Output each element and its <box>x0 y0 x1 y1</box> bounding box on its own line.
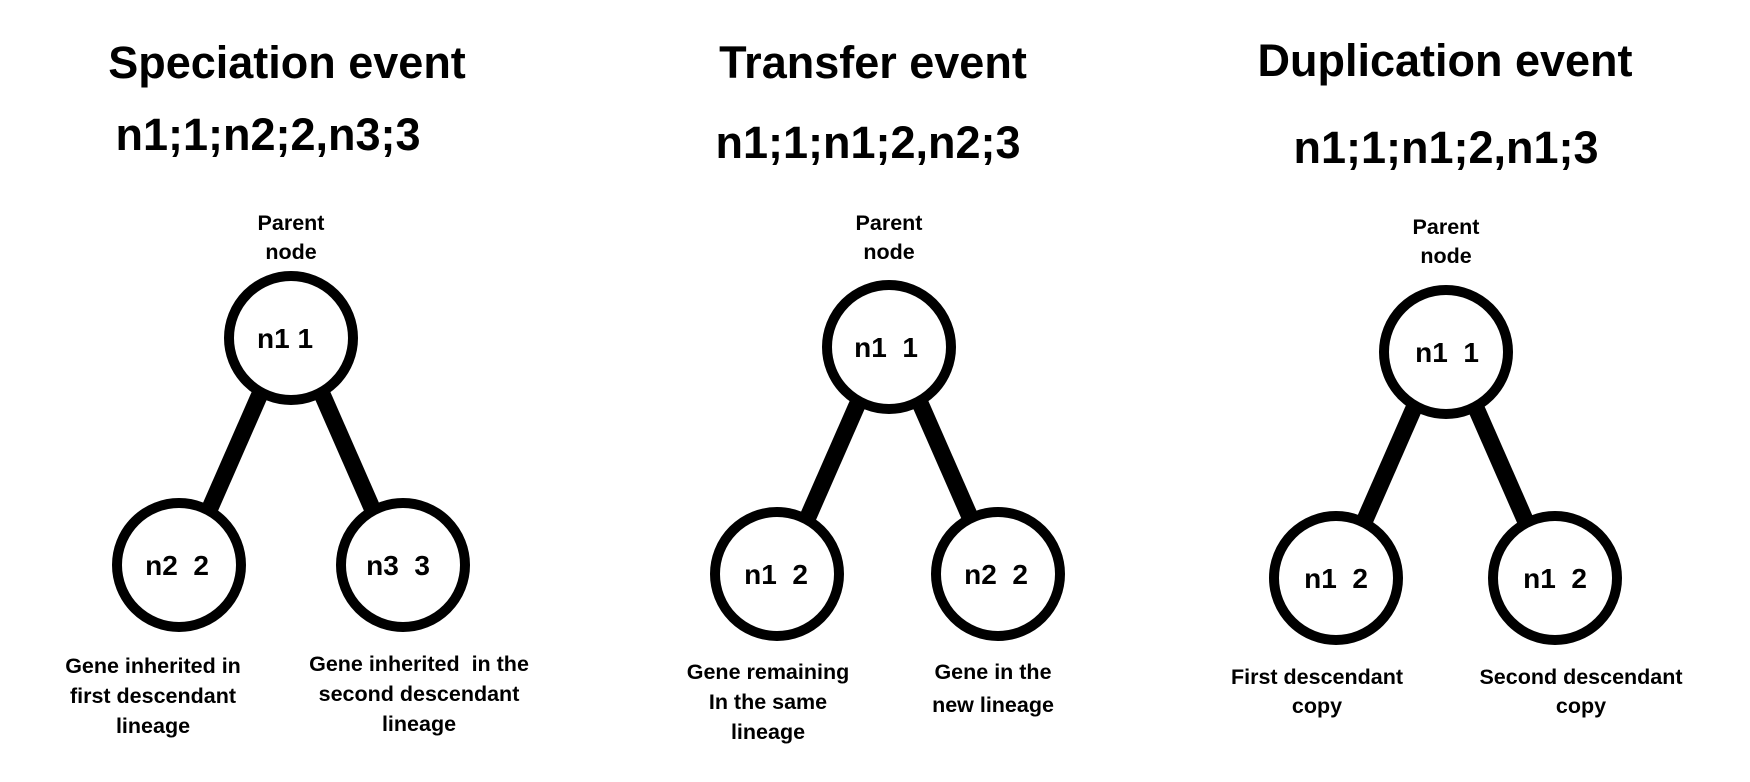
duplication-right-node: n1 2 <box>1488 511 1622 645</box>
transfer-right-caption-line2: new lineage <box>932 693 1054 717</box>
speciation-title: Speciation event <box>108 37 466 88</box>
svg-text:n1 1: n1 1 <box>1415 337 1479 368</box>
speciation-left-caption-line2: first descendant <box>70 684 236 708</box>
duplication-left-caption-line1: First descendant <box>1231 665 1403 689</box>
transfer-right-edge <box>912 399 978 521</box>
transfer-parent-label-line1: Parent <box>856 211 923 235</box>
speciation-parent-node: n1 1 <box>224 271 358 405</box>
duplication-right-caption-line2: copy <box>1556 694 1606 718</box>
speciation-left-edge <box>202 390 268 512</box>
transfer-right-caption-line1: Gene in the <box>934 660 1051 684</box>
duplication-left-edge <box>1356 404 1422 526</box>
speciation-panel: Speciation event n1;1;n2;2,n3;3 Parent n… <box>65 37 529 738</box>
transfer-parent-node: n1 1 <box>822 280 956 414</box>
svg-text:n1 2: n1 2 <box>1523 563 1587 594</box>
transfer-parent-label-line2: node <box>863 240 914 264</box>
duplication-parent-node: n1 1 <box>1379 285 1513 419</box>
svg-text:n1 1: n1 1 <box>257 323 313 354</box>
transfer-left-edge <box>800 399 866 521</box>
svg-text:n1 2: n1 2 <box>1304 563 1368 594</box>
duplication-code: n1;1;n1;2,n1;3 <box>1293 122 1598 173</box>
svg-text:n2 2: n2 2 <box>964 559 1028 590</box>
svg-text:n3 3: n3 3 <box>366 550 430 581</box>
speciation-right-caption-line1: Gene inherited in the <box>309 652 529 676</box>
transfer-left-caption-line3: lineage <box>731 720 805 744</box>
transfer-left-caption-line2: In the same <box>709 690 827 714</box>
svg-text:n1 1: n1 1 <box>854 332 918 363</box>
speciation-left-node: n2 2 <box>112 498 246 632</box>
transfer-left-caption-line1: Gene remaining <box>687 660 850 684</box>
speciation-left-caption-line1: Gene inherited in <box>65 654 241 678</box>
duplication-right-edge <box>1468 404 1534 526</box>
duplication-left-caption-line2: copy <box>1292 694 1342 718</box>
speciation-right-edge <box>314 390 380 512</box>
speciation-parent-label-line1: Parent <box>258 211 325 235</box>
duplication-left-node: n1 2 <box>1269 511 1403 645</box>
svg-text:n2 2: n2 2 <box>145 550 209 581</box>
speciation-left-caption-line3: lineage <box>116 714 190 738</box>
duplication-title: Duplication event <box>1257 35 1632 86</box>
duplication-panel: Duplication event n1;1;n1;2,n1;3 Parent … <box>1231 35 1683 718</box>
transfer-right-node: n2 2 <box>931 507 1065 641</box>
duplication-parent-label-line1: Parent <box>1413 215 1480 239</box>
speciation-right-node: n3 3 <box>336 498 470 632</box>
speciation-right-caption-line2: second descendant <box>319 682 520 706</box>
duplication-parent-label-line2: node <box>1420 244 1471 268</box>
transfer-title: Transfer event <box>719 37 1027 88</box>
transfer-left-node: n1 2 <box>710 507 844 641</box>
speciation-right-caption-line3: lineage <box>382 712 456 736</box>
duplication-right-caption-line1: Second descendant <box>1479 665 1682 689</box>
transfer-code: n1;1;n1;2,n2;3 <box>715 117 1020 168</box>
speciation-parent-label-line2: node <box>265 240 316 264</box>
transfer-panel: Transfer event n1;1;n1;2,n2;3 Parent nod… <box>687 37 1065 744</box>
svg-text:n1 2: n1 2 <box>744 559 808 590</box>
speciation-code: n1;1;n2;2,n3;3 <box>115 109 420 160</box>
